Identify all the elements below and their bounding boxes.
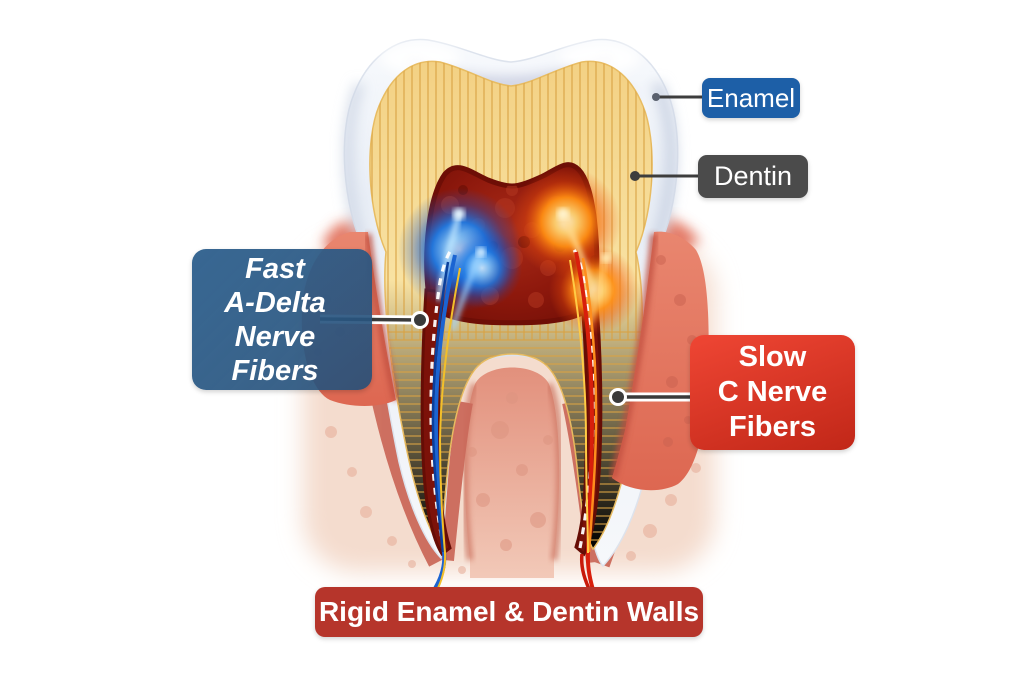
slow-label-line2: C Nerve (717, 376, 828, 408)
slow-leader-line (609, 388, 692, 406)
dentin-label: Dentin (698, 155, 808, 198)
fast-nerve-glow (398, 188, 522, 331)
slow-label-line1: Slow (738, 341, 807, 373)
fast-label-line2: A-Delta (224, 286, 326, 319)
enamel-label-text: Enamel (706, 82, 796, 113)
interradicular-bone (461, 367, 563, 578)
fast-label-line3: Nerve (234, 320, 316, 353)
slow-nerve-fibers (569, 251, 598, 602)
slow-c-nerve-fibers-label: Slow C Nerve Fibers (690, 335, 855, 450)
rigid-enamel-dentin-walls-label: Rigid Enamel & Dentin Walls (315, 587, 703, 637)
dentin-label-text: Dentin (713, 161, 793, 191)
dentin-leader-line (630, 171, 700, 181)
fast-label-line1: Fast (245, 252, 305, 285)
slow-label-line3: Fibers (728, 411, 817, 443)
fast-nerve-fibers (425, 254, 461, 603)
enamel-label: Enamel (702, 78, 800, 118)
fast-a-delta-nerve-fibers-label: Fast A-Delta Nerve Fibers (192, 249, 372, 390)
fast-label-line4: Fibers (231, 354, 319, 387)
enamel-leader-line (652, 93, 704, 101)
walls-label-text: Rigid Enamel & Dentin Walls (318, 596, 700, 627)
